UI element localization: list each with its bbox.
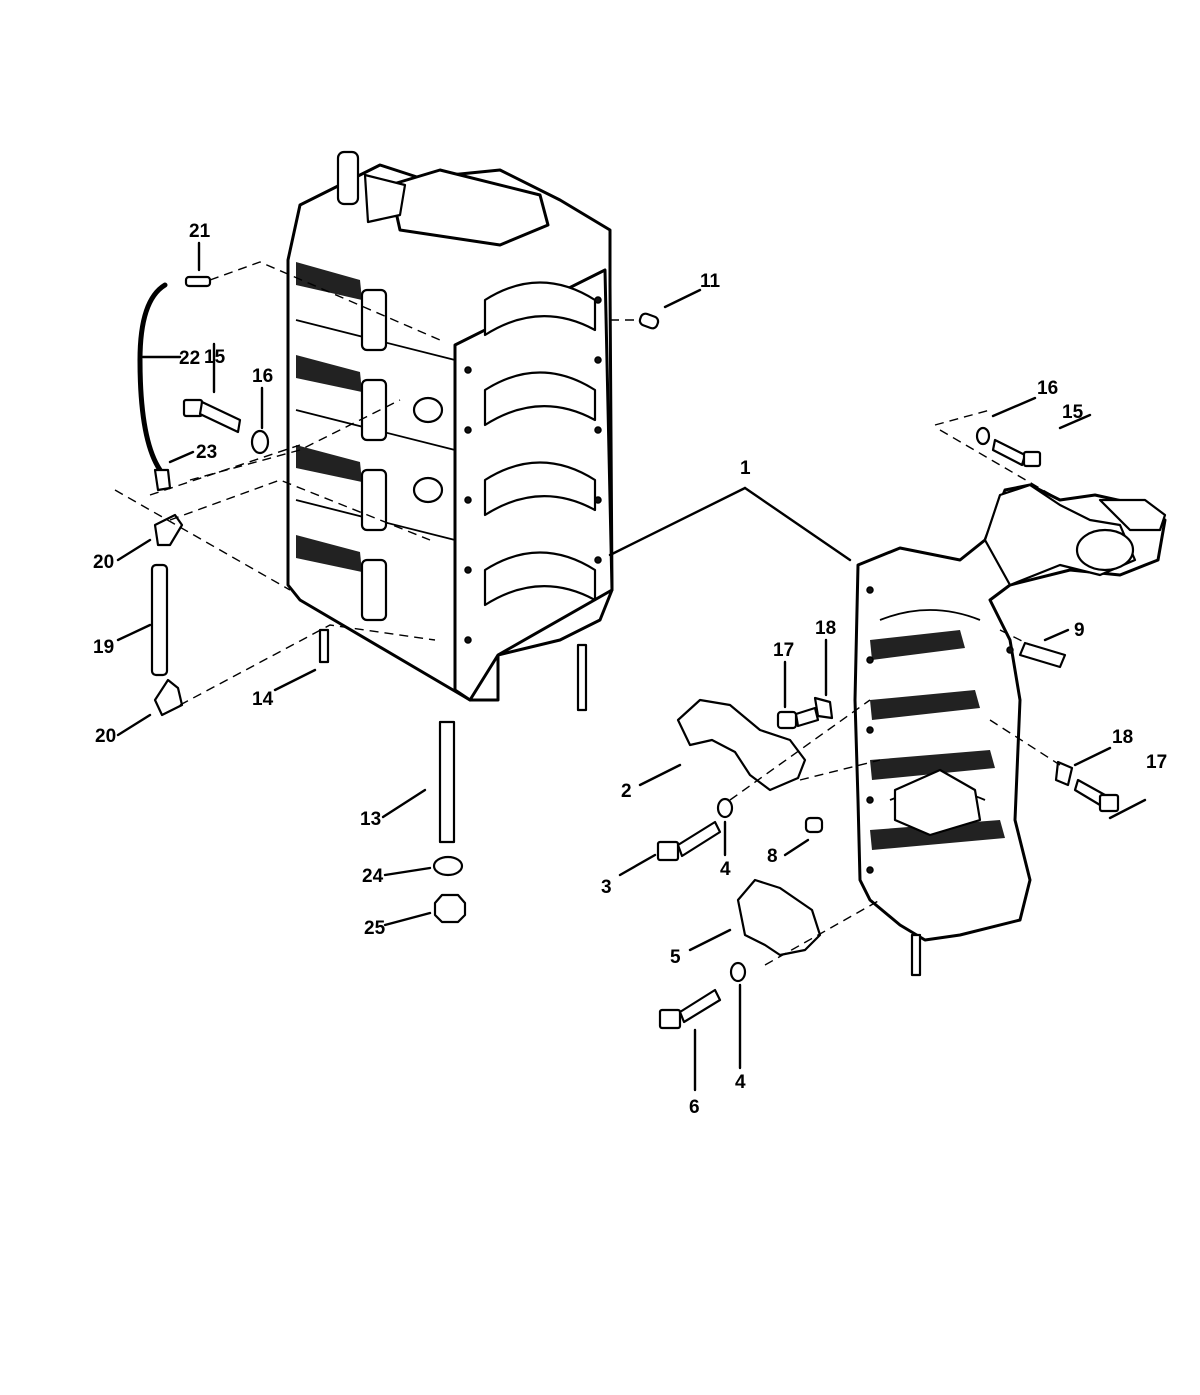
callout-1: 1: [740, 458, 751, 479]
callout-13: 13: [360, 809, 381, 830]
callout-14: 14: [252, 689, 274, 710]
callout-5: 5: [670, 947, 681, 968]
cap-screw-lower: [658, 988, 722, 1030]
hex-nut: [433, 893, 467, 924]
callout-15-left: 15: [204, 347, 226, 368]
cylinder-block: [286, 150, 614, 712]
callout-17-upper: 17: [773, 640, 794, 661]
callout-19: 19: [93, 637, 114, 658]
callout-9: 9: [1074, 620, 1085, 641]
bearing-cap-upper: [676, 698, 807, 792]
callout-18-upper: 18: [815, 618, 836, 639]
fitting: [184, 275, 212, 288]
callout-18-lower: 18: [1112, 727, 1133, 748]
callout-21: 21: [189, 221, 211, 242]
callout-16-left: 16: [252, 366, 273, 387]
callout-25: 25: [364, 918, 386, 939]
flat-washer: [432, 855, 464, 877]
callout-17-lower: 17: [1146, 752, 1167, 773]
lock-tab: [813, 696, 834, 720]
callout-23: 23: [196, 442, 217, 463]
callout-3: 3: [601, 877, 612, 898]
elbow-fitting: [153, 468, 172, 492]
callout-8: 8: [767, 846, 778, 867]
washer-right: [975, 426, 991, 446]
screw-lower: [1073, 778, 1120, 813]
lock-tab-lower: [1054, 760, 1074, 787]
callout-15-right: 15: [1062, 402, 1084, 423]
callout-2: 2: [621, 781, 632, 802]
callout-24: 24: [362, 866, 384, 887]
screw: [182, 398, 242, 434]
assembly-lines: [114, 261, 1061, 966]
cap-screw-upper: [656, 820, 722, 862]
callout-6: 6: [689, 1097, 700, 1118]
hose: [137, 282, 168, 473]
bearing-cap-lower: [736, 878, 822, 957]
elbow-fitting-lower: [153, 678, 184, 717]
callout-20-upper: 20: [93, 552, 114, 573]
callout-22: 22: [179, 348, 200, 369]
dowel: [804, 816, 824, 834]
dowel-pin: [638, 312, 660, 330]
callout-16-right: 16: [1037, 378, 1058, 399]
screw-right: [991, 438, 1042, 468]
lockwasher-lower: [729, 961, 747, 983]
callout-11: 11: [700, 271, 721, 292]
callout-4-upper: 4: [720, 859, 731, 880]
washer: [250, 429, 270, 455]
leader-lines: [116, 241, 1147, 1092]
callout-4-lower: 4: [735, 1072, 746, 1093]
crankcase-cover: [853, 483, 1167, 977]
tube: [150, 563, 169, 677]
callout-labels: 1 2 3 4 4 5 6 8 9 11 13 14 15 15 16 16 1…: [93, 221, 1167, 1118]
screw-small: [776, 710, 798, 730]
stud-right: [1018, 641, 1067, 669]
elbow-fitting-upper: [153, 513, 184, 547]
callout-20-lower: 20: [95, 726, 116, 747]
lockwasher-upper: [716, 797, 734, 819]
stud: [438, 720, 456, 844]
